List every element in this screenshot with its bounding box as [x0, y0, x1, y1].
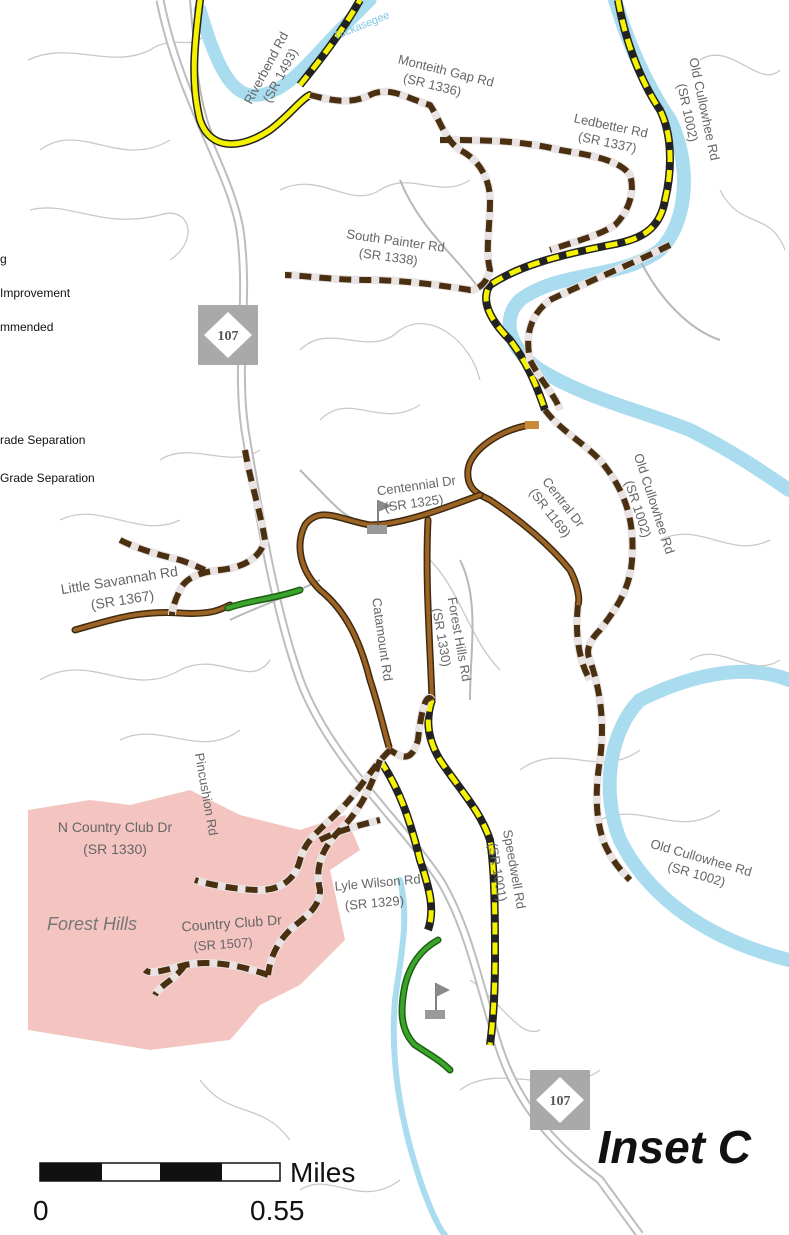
contour-lines	[27, 19, 786, 1193]
green-trails	[224, 586, 454, 1074]
scale-unit: Miles	[290, 1157, 356, 1188]
yellow-dashed-routes	[296, 0, 674, 1046]
shield-number: 107	[218, 329, 239, 344]
flag-icon	[425, 983, 450, 1019]
road-route: (SR 1507)	[193, 935, 253, 954]
highway-107-inner	[157, 0, 643, 1235]
trail-endpoint-marker	[525, 421, 539, 429]
legend-item-label: Grade Separation	[0, 471, 95, 485]
shield-number: 107	[550, 1094, 571, 1109]
legend-item-label: rade Separation	[0, 433, 86, 447]
scale-bar	[39, 1162, 281, 1182]
legend-item-label: g	[0, 252, 7, 266]
road-name: Country Club Dr	[181, 912, 283, 935]
route-107-shield: 107	[198, 305, 258, 365]
yellow-routes	[190, 0, 314, 148]
flag-icon	[367, 500, 392, 534]
road-name: Lyle Wilson Rd	[334, 871, 421, 893]
road-name: N Country Club Dr	[58, 819, 173, 835]
scale-start: 0	[33, 1195, 49, 1226]
scale-end: 0.55	[250, 1195, 305, 1226]
recommended-trails	[118, 87, 672, 998]
legend-item-label: Improvement	[0, 286, 71, 300]
route-107-shield: 107	[530, 1070, 590, 1130]
forest-hills-area	[28, 790, 360, 1050]
road-route: (SR 1329)	[344, 893, 404, 913]
legend-item-label: mmended	[0, 320, 54, 334]
inset-title: Inset C	[597, 1121, 751, 1173]
road-route: (SR 1330)	[83, 841, 147, 857]
area-label: Forest Hills	[47, 914, 137, 934]
existing-trails	[71, 421, 583, 754]
